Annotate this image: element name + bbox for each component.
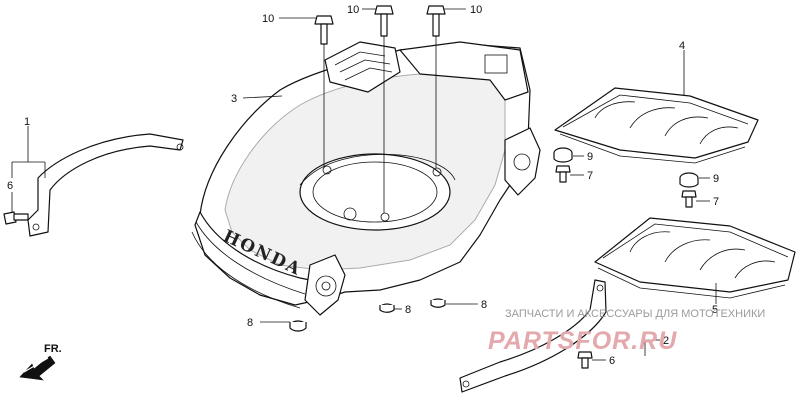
callout-cover-upper: 4	[679, 40, 685, 52]
callout-bolt-10-left: 10	[262, 13, 274, 25]
nut-8-left	[289, 320, 307, 332]
callout-bolt-10-right: 10	[470, 4, 482, 16]
leader-lines	[11, 8, 717, 361]
strap-right	[459, 279, 607, 393]
mower-housing	[191, 41, 541, 316]
callout-strap-left: 1	[24, 116, 30, 128]
callout-nut-8-mid: 8	[405, 304, 411, 316]
bolt-7-a	[555, 165, 571, 183]
front-direction-label: FR.	[44, 343, 62, 355]
callout-nut-8-right: 8	[481, 299, 487, 311]
callout-bolt-7-b: 7	[713, 196, 719, 208]
callout-bolt-6-left: 6	[7, 180, 13, 192]
bolt-7-b	[681, 190, 697, 208]
callout-nut-9-a: 9	[587, 151, 593, 163]
watermark-site: PARTSFOR.RU	[488, 327, 677, 355]
callout-nut-8-left: 8	[247, 317, 253, 329]
bolt-10-right	[426, 5, 446, 37]
callout-bolt-7-a: 7	[587, 170, 593, 182]
bolt-10-left	[314, 15, 334, 45]
callout-bolt-6-bottom-right: 6	[609, 355, 615, 367]
bolt-6-bottom-right	[577, 351, 593, 369]
nut-9-a	[553, 147, 573, 163]
callout-cover-lower: 5	[712, 304, 718, 316]
front-direction-arrow: FR.	[19, 343, 62, 381]
strap-left	[27, 133, 184, 237]
nut-8-mid	[379, 303, 395, 313]
bolt-6-left	[3, 211, 29, 225]
nut-8-right	[430, 298, 446, 308]
nut-9-b	[679, 172, 699, 188]
cover-upper	[554, 87, 759, 164]
callout-housing: 3	[231, 93, 237, 105]
callout-nut-9-b: 9	[713, 173, 719, 185]
callout-bolt-10-mid: 10	[347, 4, 359, 16]
watermark: ЗАПЧАСТИ И АКСЕССУАРЫ ДЛЯ МОТОТЕХНИКИ PA…	[488, 308, 765, 355]
cover-lower	[594, 217, 796, 299]
bolt-10-mid	[374, 5, 394, 37]
callout-labels: 10 10 10 3 4 1 6 9 7 9 7 8 8 8 5 2 6	[7, 4, 719, 367]
callout-strap-right: 2	[663, 335, 669, 347]
watermark-caption: ЗАПЧАСТИ И АКСЕССУАРЫ ДЛЯ МОТОТЕХНИКИ	[505, 308, 765, 320]
